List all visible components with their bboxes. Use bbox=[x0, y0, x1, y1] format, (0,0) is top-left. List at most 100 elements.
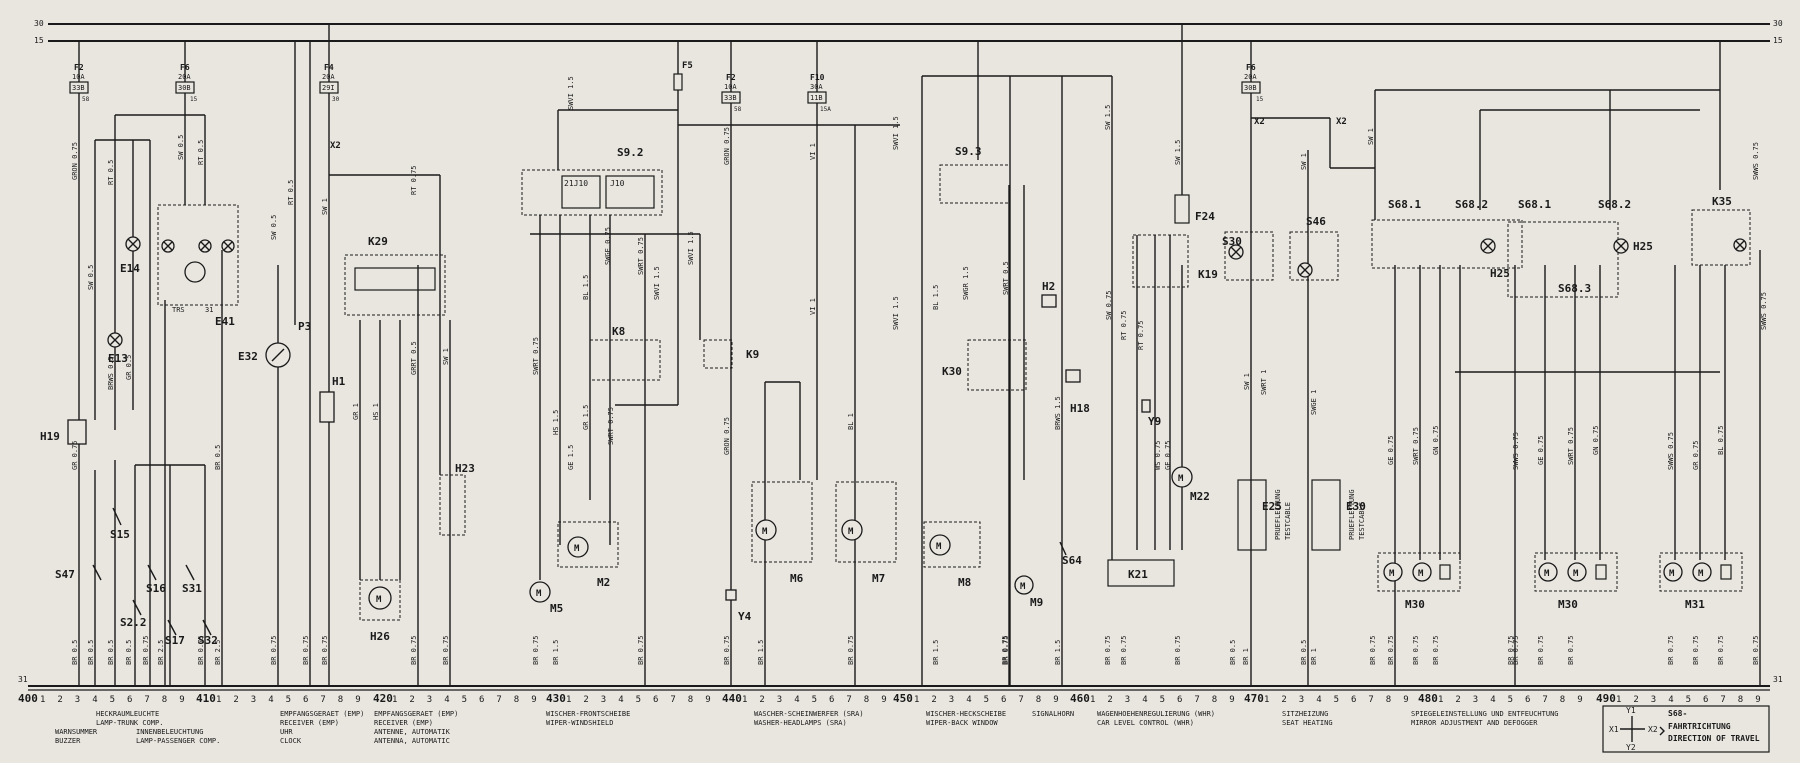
svg-text:480: 480 bbox=[1418, 692, 1438, 705]
label-m6: M6 bbox=[790, 572, 804, 585]
rail-15-label-right: 15 bbox=[1773, 36, 1783, 45]
wire-label-w11: RT 0.5 bbox=[287, 180, 295, 205]
terminal-number: 7 bbox=[846, 695, 851, 705]
relay-k8 bbox=[589, 339, 661, 381]
terminal-number: 3 bbox=[427, 695, 432, 705]
svg-text:M: M bbox=[848, 527, 854, 537]
terminal-number: 9 bbox=[1403, 695, 1408, 705]
svg-text:Y1: Y1 bbox=[1626, 706, 1636, 715]
terminal-number: 5 bbox=[1686, 695, 1691, 705]
svg-text:ANTENNE, AUTOMATIK: ANTENNE, AUTOMATIK bbox=[374, 728, 451, 736]
ground-label: BR 0.75 bbox=[1432, 635, 1440, 665]
motor-m2 bbox=[557, 521, 619, 568]
terminal-number: 1 bbox=[1264, 695, 1269, 705]
terminal-number: 6 bbox=[1525, 695, 1530, 705]
terminal-number: 6 bbox=[303, 695, 308, 705]
wire-label-w3: RT 0.5 bbox=[107, 160, 115, 185]
label-h25b: H25 bbox=[1633, 240, 1653, 253]
wire-label-w8: GR 0.75 bbox=[71, 440, 79, 470]
terminal-number: 3 bbox=[251, 695, 256, 705]
label-s17: S17 bbox=[165, 634, 185, 647]
terminal-number: 1 bbox=[1438, 695, 1443, 705]
terminal-number: 3 bbox=[949, 695, 954, 705]
label-e25: E25 bbox=[1262, 500, 1282, 513]
label-s68-1b: S68.1 bbox=[1518, 198, 1551, 211]
wire-label-w57: SWRT 0.75 bbox=[1567, 427, 1575, 465]
label-y9: Y9 bbox=[1148, 415, 1161, 428]
terminal-number: 1 bbox=[392, 695, 397, 705]
svg-text:11B: 11B bbox=[810, 94, 823, 102]
label-m5: M5 bbox=[550, 602, 563, 615]
svg-text:EMPFANGSGERAET (EMP): EMPFANGSGERAET (EMP) bbox=[280, 710, 364, 718]
ground-label: BR 2.5 bbox=[214, 640, 222, 665]
label-k29: K29 bbox=[368, 235, 388, 248]
wire-label-w61: BL 0.75 bbox=[1717, 425, 1725, 455]
svg-text:TESTCABLE: TESTCABLE bbox=[1284, 502, 1292, 540]
buzzer-h19-icon bbox=[67, 419, 87, 445]
terminal-number: 7 bbox=[1368, 695, 1373, 705]
wire-label-w24: GR 1.5 bbox=[582, 405, 590, 430]
wire-label-w1: GRON 0.75 bbox=[71, 142, 79, 180]
terminal-number: 9 bbox=[1229, 695, 1234, 705]
terminal-number: 5 bbox=[1334, 695, 1339, 705]
wire-label-w7: GR 0.5 bbox=[125, 355, 133, 380]
svg-text:M: M bbox=[1698, 569, 1704, 579]
ground-label: BR 0.5 bbox=[107, 640, 115, 665]
label-e32: E32 bbox=[238, 350, 258, 363]
ground-label: BR 0.5 bbox=[71, 640, 79, 665]
horn-h18-icon bbox=[1065, 369, 1081, 383]
svg-text:WIPER-BACK WINDOW: WIPER-BACK WINDOW bbox=[926, 719, 998, 727]
svg-text:21J10: 21J10 bbox=[564, 179, 588, 188]
wire-label-w47: SW 1 bbox=[1243, 373, 1251, 390]
rail-30-label-right: 30 bbox=[1773, 19, 1783, 28]
svg-text:J10: J10 bbox=[610, 179, 625, 188]
wire-label-w19: GRON 0.75 bbox=[723, 127, 731, 165]
terminal-number: 4 bbox=[1316, 695, 1321, 705]
switch-s30 bbox=[1224, 231, 1274, 281]
fuse-f4: F4 20A 29I 30 bbox=[319, 63, 340, 103]
terminal-number: 4 bbox=[794, 695, 799, 705]
terminal-number: 9 bbox=[881, 695, 886, 705]
ground-label: BR 0.75 bbox=[270, 635, 278, 665]
motor-m8 bbox=[923, 521, 981, 568]
switch-s47-icon bbox=[92, 564, 102, 581]
svg-text:M: M bbox=[936, 542, 942, 552]
ground-label: BR 2.5 bbox=[157, 640, 165, 665]
ground-label: BR 0.75 bbox=[197, 635, 205, 665]
svg-text:WASHER-HEADLAMPS (SRA): WASHER-HEADLAMPS (SRA) bbox=[754, 719, 847, 727]
ground-label: BR 1.5 bbox=[552, 640, 560, 665]
svg-text:M: M bbox=[1418, 569, 1424, 579]
label-m22: M22 bbox=[1190, 490, 1210, 503]
ground-label: BR 0.75 bbox=[1537, 635, 1545, 665]
wire-label-w56: GE 0.75 bbox=[1537, 435, 1545, 465]
svg-text:WASCHER-SCHEINWERFER (SRA): WASCHER-SCHEINWERFER (SRA) bbox=[754, 710, 864, 718]
ground-label: BR 0.5 bbox=[1300, 640, 1308, 665]
wire-label-w28: SWRT 0.75 bbox=[637, 237, 645, 275]
terminal-number: 2 bbox=[759, 695, 764, 705]
label-e41: E41 bbox=[215, 315, 235, 328]
label-h26: H26 bbox=[370, 630, 390, 643]
wire-label-w49: SW 1 bbox=[1300, 153, 1308, 170]
ground-label: BR 0.75 bbox=[1120, 635, 1128, 665]
mirror-m30-right bbox=[1534, 552, 1618, 592]
svg-text:410: 410 bbox=[196, 692, 216, 705]
terminal-number: 7 bbox=[1194, 695, 1199, 705]
terminal-number: 3 bbox=[1473, 695, 1478, 705]
terminal-number: 8 bbox=[864, 695, 869, 705]
svg-text:M: M bbox=[1544, 569, 1550, 579]
terminal-number: 3 bbox=[75, 695, 80, 705]
svg-text:LAMP-TRUNK COMP.: LAMP-TRUNK COMP. bbox=[96, 719, 163, 727]
wire-label-w31: GRON 0.75 bbox=[723, 417, 731, 455]
terminal-number: 6 bbox=[127, 695, 132, 705]
terminal-number: 5 bbox=[286, 695, 291, 705]
ground-label: BR 0.75 bbox=[1002, 635, 1010, 665]
wire-label-w52: GE 0.75 bbox=[1387, 435, 1395, 465]
terminal-number: 5 bbox=[1508, 695, 1513, 705]
wire-label-w34: SWVI 1.5 bbox=[892, 296, 900, 330]
ground-label: BR 0.75 bbox=[321, 635, 329, 665]
wire-label-w12: SW 1 bbox=[321, 198, 329, 215]
terminal-number: 9 bbox=[1053, 695, 1058, 705]
ground-label: BR 0.75 bbox=[637, 635, 645, 665]
wire-label-w37: SWGR 1.5 bbox=[962, 266, 970, 300]
svg-text:RECEIVER (EMP): RECEIVER (EMP) bbox=[280, 719, 339, 727]
